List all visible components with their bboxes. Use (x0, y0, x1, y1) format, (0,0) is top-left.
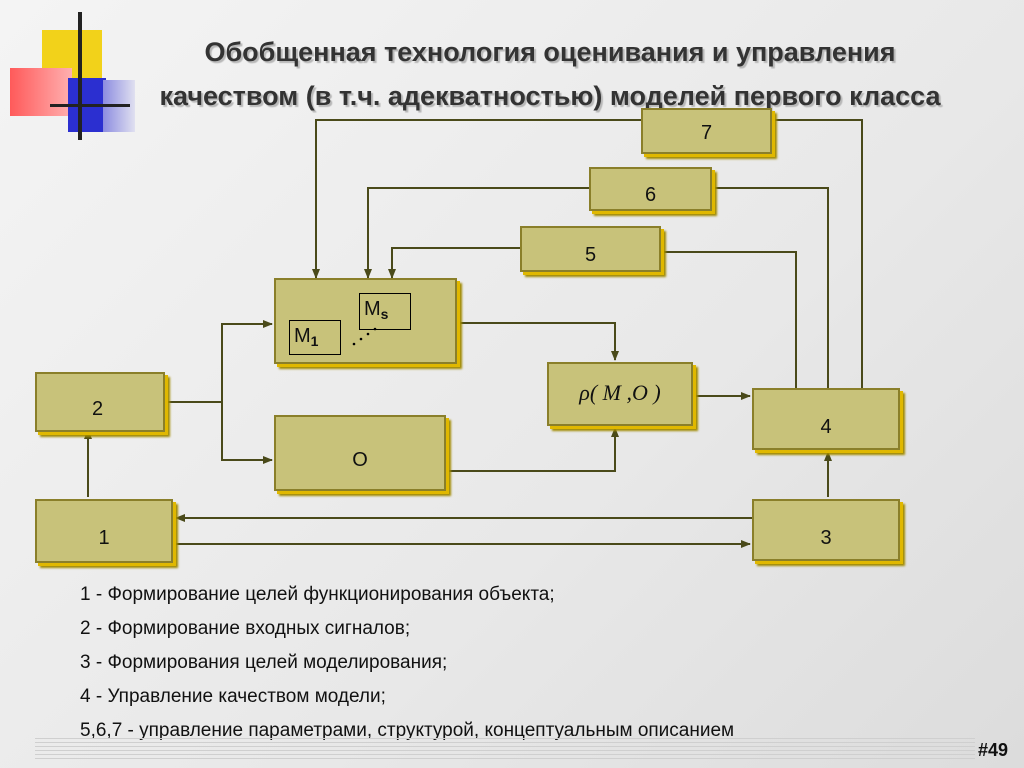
arrow-m-to-rho (458, 322, 619, 361)
slide-number: #49 (977, 740, 1008, 760)
legend-item-1: 1 - Формирование целей функционирования … (80, 584, 555, 605)
legend: 1 - Формирование целей функционирования … (80, 578, 734, 748)
model-m1-subscript: 1 (310, 333, 319, 349)
block-o-label: О (352, 449, 368, 471)
arrow-2-to-m (221, 320, 273, 402)
arrow-5-to-m (388, 247, 521, 279)
model-ms-box: Ms (359, 293, 411, 330)
block-1: 1 (35, 499, 173, 563)
model-m1-box: M1 (289, 320, 341, 355)
block-5: 5 (520, 226, 661, 272)
legend-item-4: 4 - Управление качеством модели; (80, 686, 386, 707)
block-4-label: 4 (820, 416, 832, 438)
block-7: 7 (641, 108, 772, 154)
model-ellipsis (352, 327, 377, 346)
block-rho: ρ( M ,O ) (547, 362, 693, 426)
title-line-2: качеством (в т.ч. адекватностью) моделей… (159, 81, 941, 111)
slide-title: Обобщенная технология оценивания и управ… (130, 30, 970, 118)
block-3-label: 3 (820, 527, 832, 549)
model-m1-letter: M (294, 325, 311, 347)
block-4: 4 (752, 388, 900, 450)
block-6: 6 (589, 167, 712, 211)
model-ms-subscript: s (380, 306, 389, 322)
line-4-to-7 (772, 119, 863, 388)
block-o: О (274, 415, 446, 491)
block-2-label: 2 (92, 398, 104, 420)
rho-label: ρ( M ,O ) (579, 380, 661, 405)
legend-item-3: 3 - Формирования целей моделирования; (80, 652, 448, 673)
block-5-label: 5 (584, 244, 597, 266)
block-3: 3 (752, 499, 900, 561)
legend-item-5: 5,6,7 - управление параметрами, структур… (80, 720, 735, 741)
footer-decoration (35, 738, 975, 762)
model-m1-label: M1 (294, 325, 318, 349)
arrow-2-to-o (221, 402, 273, 464)
model-ms-letter: M (364, 298, 381, 320)
legend-item-2: 2 - Формирование входных сигналов; (80, 618, 411, 639)
arrow-o-to-rho (446, 427, 619, 472)
block-1-label: 1 (98, 527, 110, 549)
block-6-label: 6 (644, 184, 657, 206)
model-ms-label: Ms (364, 298, 388, 322)
block-2: 2 (35, 372, 165, 432)
block-7-label: 7 (700, 122, 713, 144)
title-line-1: Обобщенная технология оценивания и управ… (204, 37, 896, 67)
model-block-m: M1 Ms (274, 278, 457, 364)
corner-logo (0, 0, 140, 140)
line-4-to-6 (712, 187, 829, 388)
